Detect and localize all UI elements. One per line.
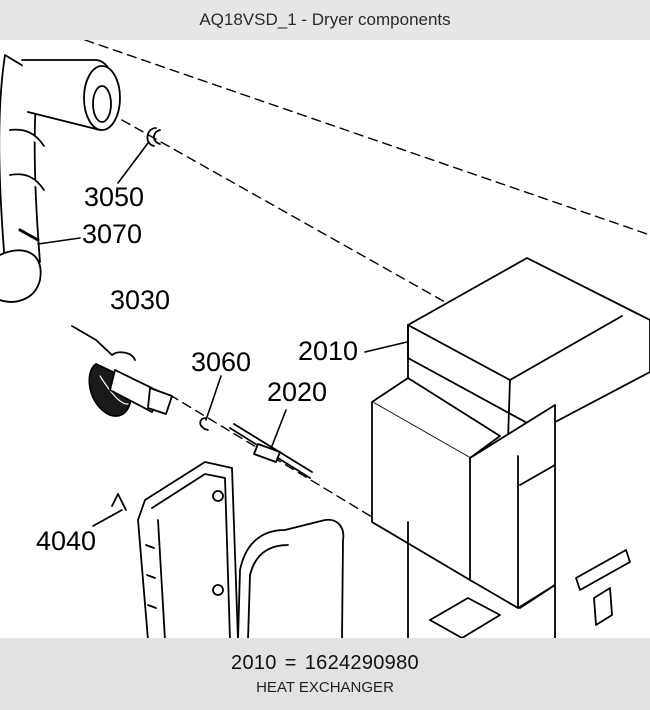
housing-cover[interactable] [237,518,345,638]
selected-ref: 2010 [231,652,277,674]
part-4040-bracket[interactable] [111,493,127,511]
callout-3070[interactable]: 3070 [82,219,142,249]
callout-3060[interactable]: 3060 [191,347,251,377]
callout-2020[interactable]: 2020 [267,377,327,407]
assembly-line-upper [84,40,650,303]
part-description: HEAT EXCHANGER [256,679,394,696]
equals-sign: = [284,652,297,674]
part-number-line: 2010 = 1624290980 [231,652,419,675]
callout-4040[interactable]: 4040 [36,526,96,556]
assembly-line-lower [169,394,373,518]
callout-3050[interactable]: 3050 [84,182,144,212]
leader-lines [37,142,408,527]
part-number: 1624290980 [304,652,419,674]
page-title: AQ18VSD_1 - Dryer components [199,10,451,29]
callout-3030[interactable]: 3030 [110,285,170,315]
callout-2010[interactable]: 2010 [298,336,358,366]
part-3060-clip[interactable] [199,417,209,431]
part-3050-clip[interactable] [146,127,161,147]
selected-part-panel: 2010 = 1624290980 HEAT EXCHANGER [0,638,650,710]
part-2020-probe[interactable] [229,423,313,479]
exploded-diagram[interactable]: 3050 3070 3030 3060 2010 2020 4040 [0,40,650,638]
part-3070-pipe[interactable] [0,54,121,303]
filter-frame[interactable] [137,461,239,638]
part-3030-sensor[interactable] [71,325,173,417]
title-bar: AQ18VSD_1 - Dryer components [0,0,650,40]
part-2010-heat-exchanger[interactable] [371,257,650,638]
